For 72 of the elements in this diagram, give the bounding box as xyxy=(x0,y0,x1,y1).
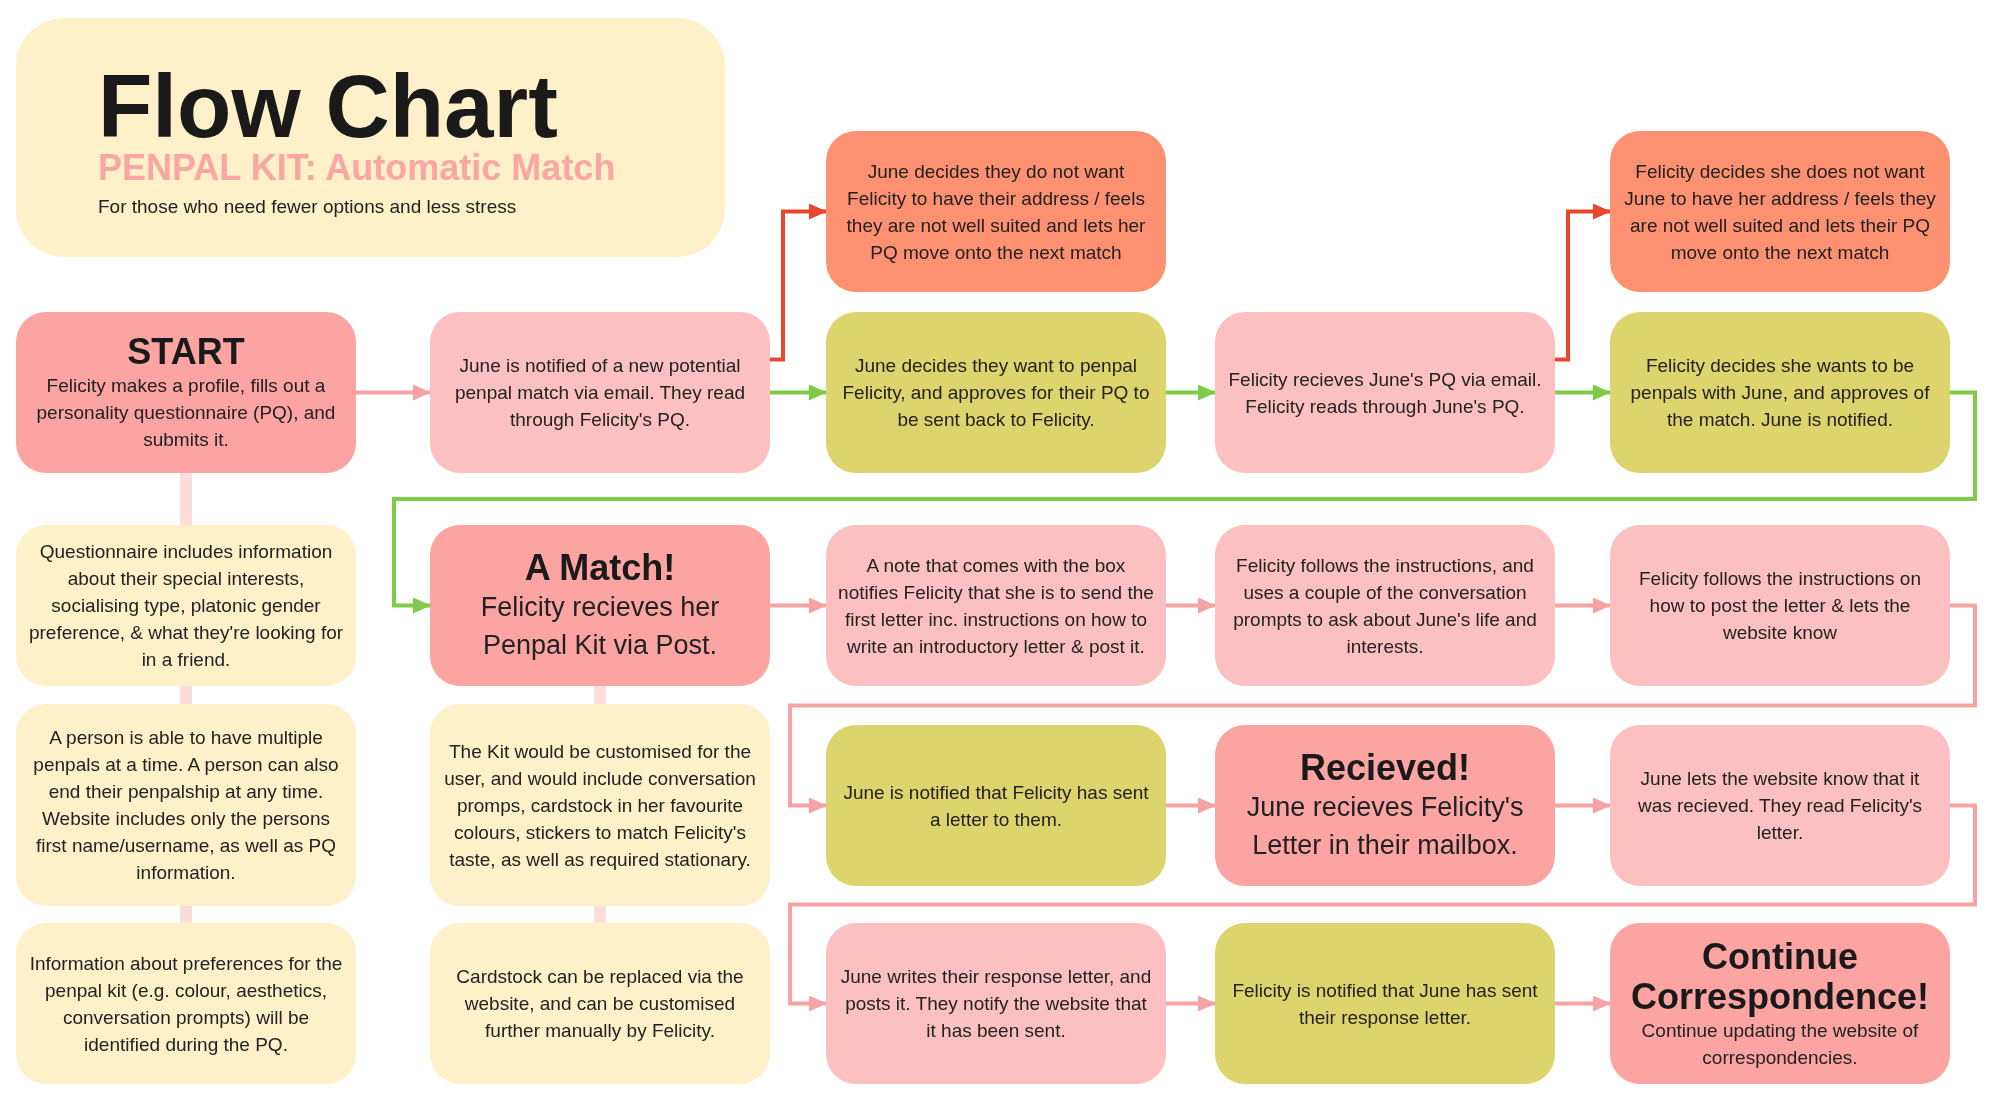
arrow xyxy=(770,597,827,614)
arrow xyxy=(356,384,431,401)
box-text: Cardstock can be replaced via the website, and can be customised further manually by Felicity. xyxy=(455,965,745,1043)
process-box xyxy=(1610,923,1950,1084)
process-box xyxy=(826,312,1166,473)
note-box xyxy=(430,704,770,906)
chart-title: Flow Chart xyxy=(98,64,558,148)
process-box xyxy=(1610,725,1950,886)
connector-bar xyxy=(594,686,606,704)
box-text: Continue updating the website of correspondencies. xyxy=(1640,1018,1920,1070)
box-text: Felicity recieves June's PQ via email. Felicity reads through June's PQ. xyxy=(1227,367,1543,419)
subtitle: PENPAL KIT: Automatic Match xyxy=(98,148,617,188)
arrow xyxy=(1555,203,1611,362)
box-text: Information about preferences for the penpal kit (e.g. colour, aesthetics, conversation prompts) will be identified during the PQ. xyxy=(28,951,344,1057)
process-box xyxy=(826,131,1166,292)
connector-bar xyxy=(180,473,192,525)
process-box xyxy=(1215,923,1555,1084)
process-box xyxy=(1610,525,1950,686)
arrow xyxy=(1555,797,1611,814)
arrow xyxy=(788,803,1977,1012)
box-text: June writes their response letter, and posts it. They notify the website that it has been sent. xyxy=(839,965,1153,1043)
box-heading: Recieved! xyxy=(1299,747,1471,788)
note-box xyxy=(16,525,356,686)
box-text: June lets the website know that it was recieved. They read Felicity's letter. xyxy=(1636,767,1924,845)
box-text: June recieves Felicity's Letter in their mailbox. xyxy=(1245,790,1525,862)
arrow xyxy=(1555,384,1611,401)
box-text: June is notified of a new potential penpal match via email. They read through Felicity's PQ. xyxy=(453,354,747,432)
process-box xyxy=(1215,525,1555,686)
box-text: June decides they do not want Felicity to have their address / feels they are not well suited and lets her PQ move onto the next match xyxy=(845,159,1147,265)
arrow xyxy=(1166,597,1216,614)
arrow xyxy=(770,384,827,401)
process-box xyxy=(430,525,770,686)
arrow xyxy=(1166,797,1216,814)
arrow xyxy=(1555,597,1611,614)
connector-bar xyxy=(594,906,606,923)
box-text: Felicity recieves her Penpal Kit via Post. xyxy=(479,590,721,662)
note-box xyxy=(16,923,356,1084)
box-text: Felicity follows the instructions on how to post the letter & lets the website know xyxy=(1638,567,1922,645)
note-box xyxy=(16,704,356,906)
box-heading: START xyxy=(127,332,245,372)
arrow xyxy=(770,203,827,362)
connector-bar xyxy=(180,906,192,923)
box-text: Felicity is notified that June has sent their response letter. xyxy=(1231,978,1539,1030)
box-text: Questionnaire includes information about their special interests, socialising type, platonic gender preference, & what they're looking for in a friend. xyxy=(28,540,344,672)
process-box xyxy=(1215,725,1555,886)
arrow xyxy=(1166,995,1216,1012)
arrow xyxy=(1555,995,1611,1012)
box-text: Felicity follows the instructions, and uses a couple of the conversation prompts to ask about June's life and interests. xyxy=(1232,553,1538,659)
box-text: A person is able to have multiple penpals at a time. A person can also end their penpalship at any time. Website includes only the persons first name/username, as well as PQ information. xyxy=(32,726,340,885)
process-box xyxy=(1610,312,1950,473)
tagline-text: For those who need fewer options and less stress xyxy=(98,195,518,219)
box-heading: A Match! xyxy=(524,547,676,588)
box-text: June is notified that Felicity has sent a letter to them. xyxy=(842,780,1150,832)
process-box xyxy=(826,725,1166,886)
box-text: Felicity decides she wants to be penpals with June, and approves of the match. June is notified. xyxy=(1629,354,1931,432)
process-box xyxy=(1610,131,1950,292)
arrow xyxy=(788,603,1977,814)
process-box xyxy=(16,312,356,473)
connector-bar xyxy=(180,686,192,704)
process-box xyxy=(1215,312,1555,473)
box-text: June decides they want to penpal Felicity, and approves for their PQ to be sent back to Felicity. xyxy=(841,354,1151,432)
box-text: Felicity makes a profile, fills out a personality questionnaire (PQ), and submits it. xyxy=(35,374,337,452)
process-box xyxy=(826,923,1166,1084)
note-box xyxy=(430,923,770,1084)
box-heading: Continue Correspondence! xyxy=(1629,936,1931,1017)
box-text: The Kit would be customised for the user, and would include conversation promps, cardstock in her favourite colours, stickers to match Felicity's taste, as well as required stationary. xyxy=(443,739,757,872)
process-box xyxy=(826,525,1166,686)
box-text: Felicity decides she does not want June to have her address / feels they are not well suited and lets their PQ move onto the next match xyxy=(1623,159,1937,265)
process-box xyxy=(430,312,770,473)
arrow xyxy=(392,390,1977,614)
box-text: A note that comes with the box notifies Felicity that she is to send the first letter inc. instructions on how to write an introductory letter & post it. xyxy=(838,553,1154,659)
arrow xyxy=(1166,384,1216,401)
